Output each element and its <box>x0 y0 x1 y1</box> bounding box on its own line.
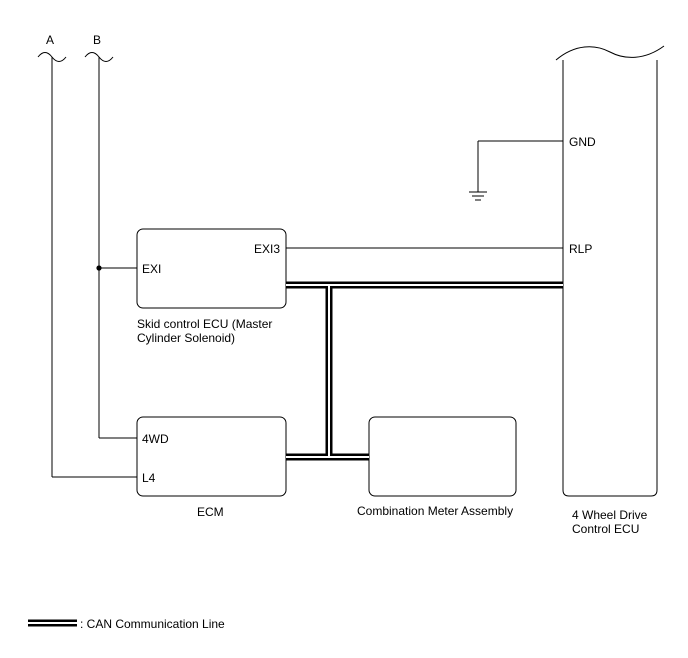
pin-rlp-label: RLP <box>569 242 593 256</box>
pin-4wd-label: 4WD <box>142 432 169 446</box>
skid-ecu-name-line1: Skid control ECU (Master <box>137 317 273 331</box>
skid-ecu-name-line2: Cylinder Solenoid) <box>137 331 236 345</box>
pin-l4-label: L4 <box>142 471 156 485</box>
ground-icon <box>469 191 487 201</box>
pin-exi-label: EXI <box>142 262 162 276</box>
ecm-name-label: ECM <box>197 505 224 519</box>
can-legend-label: : CAN Communication Line <box>80 617 225 631</box>
fwd-ecu-name-line2: Control ECU <box>572 522 640 536</box>
fwd-ecu-name-line1: 4 Wheel Drive <box>572 508 648 522</box>
skid-control-ecu-box <box>136 228 287 309</box>
connector-a-label: A <box>46 33 55 47</box>
combination-meter-box <box>368 416 517 497</box>
pin-gnd-label: GND <box>569 135 596 149</box>
four-wheel-drive-ecu-break <box>555 45 665 61</box>
combination-meter-name-label: Combination Meter Assembly <box>357 504 514 518</box>
junction-dot <box>96 265 102 271</box>
pin-exi3-label: EXI3 <box>254 242 281 256</box>
connector-b-label: B <box>93 33 102 47</box>
ecm-box <box>136 416 287 497</box>
four-wheel-drive-ecu-box <box>562 60 658 497</box>
can-bus <box>286 281 563 461</box>
